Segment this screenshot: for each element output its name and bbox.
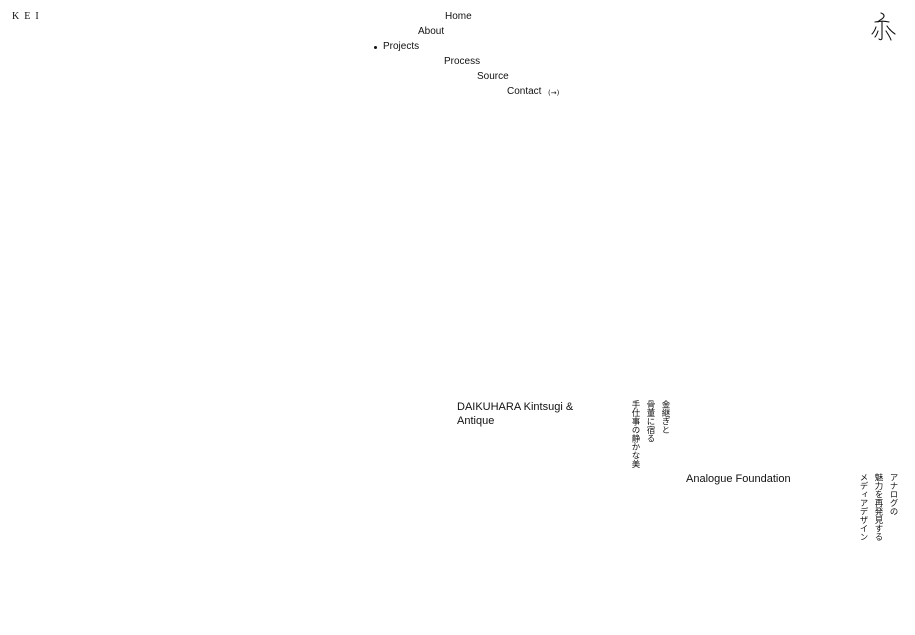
active-indicator-dot (374, 46, 377, 49)
nav-home[interactable]: Home (445, 11, 472, 22)
caption-line: メディアデザイン (858, 473, 868, 541)
project-title-analogue[interactable]: Analogue Foundation (686, 473, 791, 485)
project-caption-analogue: アナログの 魅力を再発見する メディアデザイン (855, 473, 900, 541)
caption-line: 骨董に宿る (645, 400, 655, 443)
external-arrow-icon: (→) (548, 89, 560, 97)
logo-mark-icon[interactable] (868, 10, 898, 44)
caption-line: 魅力を再発見する (873, 473, 883, 541)
logo-text[interactable]: KEI (12, 11, 44, 22)
project-title-daikuhara[interactable]: DAIKUHARA Kintsugi & Antique (457, 401, 574, 427)
nav-source[interactable]: Source (477, 71, 509, 82)
caption-line: 金継ぎと (660, 400, 670, 434)
caption-line: 手仕事の静かな美 (630, 400, 640, 468)
caption-line: アナログの (888, 473, 898, 516)
nav-about[interactable]: About (418, 26, 445, 37)
nav-contact[interactable]: Contact (507, 86, 542, 97)
project-caption-daikuhara: 金継ぎと 骨董に宿る 手仕事の静かな美 (627, 400, 672, 468)
nav-projects[interactable]: Projects (383, 41, 420, 52)
nav-process[interactable]: Process (444, 56, 481, 67)
